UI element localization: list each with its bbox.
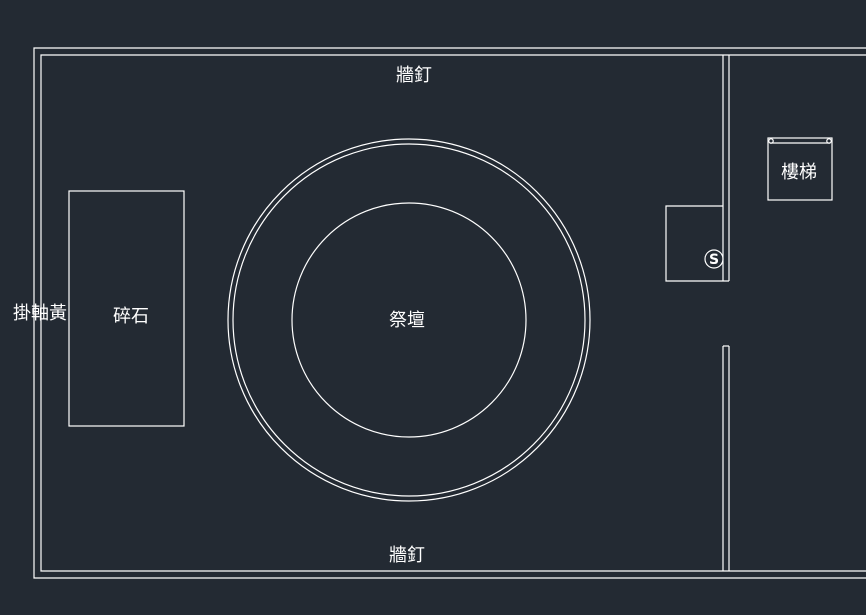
wall-nail-bottom-label: 牆釘 [389, 545, 425, 566]
stairs-corner-left [768, 138, 774, 144]
altar-middle-ring [232, 143, 586, 497]
wall-nail-top-label: 牆釘 [396, 65, 432, 86]
stairs-corner-right [826, 138, 832, 144]
inner-wall-outline [40, 54, 866, 572]
altar-label: 祭壇 [389, 310, 425, 331]
gravel-label: 碎石 [113, 306, 149, 327]
small-box [665, 205, 729, 282]
hanging-scroll-label: 掛軸黃 [13, 303, 67, 324]
stairs-label: 樓梯 [781, 162, 817, 183]
stairs-box [767, 137, 833, 201]
gravel-area [68, 190, 185, 427]
s-marker-circle [704, 249, 724, 269]
altar-outer-ring [227, 138, 591, 502]
altar-inner-circle [291, 202, 527, 438]
outer-wall-outline [33, 47, 866, 579]
s-marker-label: S [709, 252, 719, 268]
